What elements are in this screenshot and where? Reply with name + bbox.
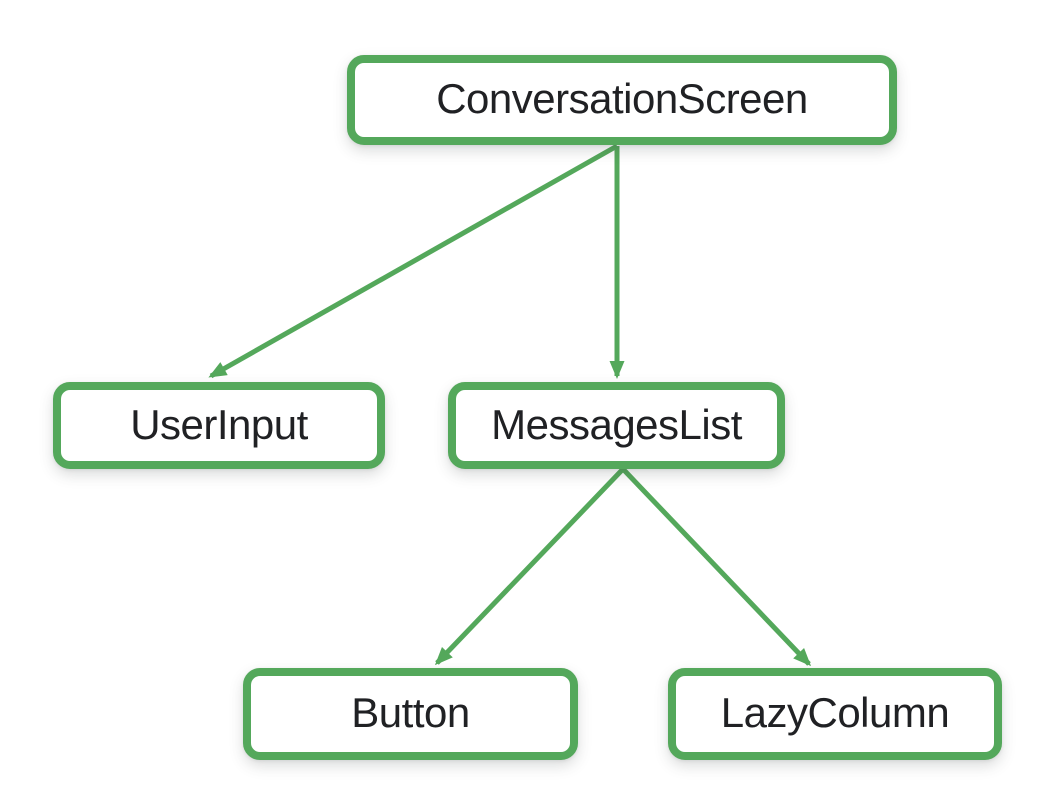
node-conversationscreen: ConversationScreen xyxy=(347,55,897,145)
node-lazycolumn-label: LazyColumn xyxy=(720,689,950,736)
node-button: Button xyxy=(243,668,578,760)
node-messageslist-label: MessagesList xyxy=(491,400,742,448)
node-conversationscreen-label: ConversationScreen xyxy=(436,75,808,122)
edge-conversationscreen-to-userinput xyxy=(208,143,619,379)
edge-messageslist-to-button xyxy=(434,467,625,666)
node-messageslist: MessagesList xyxy=(448,382,785,469)
node-button-label: Button xyxy=(351,689,470,736)
node-userinput: UserInput xyxy=(53,382,385,469)
node-lazycolumn: LazyColumn xyxy=(668,668,1002,760)
node-userinput-label: UserInput xyxy=(130,400,308,448)
edge-messageslist-to-lazycolumn xyxy=(621,467,812,667)
